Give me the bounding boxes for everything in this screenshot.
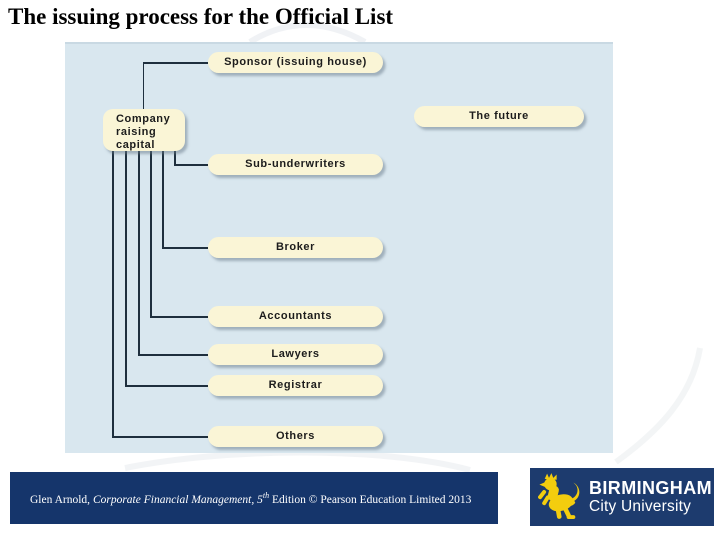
logo-org-name: BIRMINGHAM [589,478,712,499]
node-sub-underwriters: Sub-underwriters [208,154,383,175]
connector-line [174,164,208,166]
node-sponsor: Sponsor (issuing house) [208,52,383,73]
node-broker: Broker [208,237,383,258]
credit-text: Glen Arnold, Corporate Financial Managem… [30,491,471,506]
node-others: Others [208,426,383,447]
logo-org-subname: City University [589,498,692,516]
credit-author: Glen Arnold, [30,493,93,506]
node-lawyers: Lawyers [208,344,383,365]
connector-line [150,149,152,316]
connector-line [112,149,114,436]
credit-publisher: Edition © Pearson Education Limited 2013 [269,493,472,506]
connector-line [138,149,140,354]
connector-line [150,316,208,318]
connector-line [112,436,208,438]
slide-title: The issuing process for the Official Lis… [8,4,394,29]
logo-text: BIRMINGHAM City University [589,479,712,515]
connector-line [125,149,127,385]
diagram-panel: Sponsor (issuing house) Company raising … [65,42,613,453]
node-accountants: Accountants [208,306,383,327]
credit-edition-ordinal: th [262,490,270,500]
credit-bar: Glen Arnold, Corporate Financial Managem… [10,472,498,524]
connector-line [125,385,208,387]
connector-line [162,149,164,247]
connector-line [142,62,145,109]
credit-edition-number: 5 [257,493,263,506]
node-company: Company raising capital [103,109,185,151]
connector-line [162,247,208,249]
connector-line [143,62,208,64]
lion-rampant-icon [538,473,580,519]
university-logo: BIRMINGHAM City University [530,468,714,526]
credit-book-title: Corporate Financial Management, [92,493,258,506]
connector-line [138,354,208,356]
node-registrar: Registrar [208,375,383,396]
node-the-future: The future [414,106,584,127]
connector-line [174,149,176,164]
